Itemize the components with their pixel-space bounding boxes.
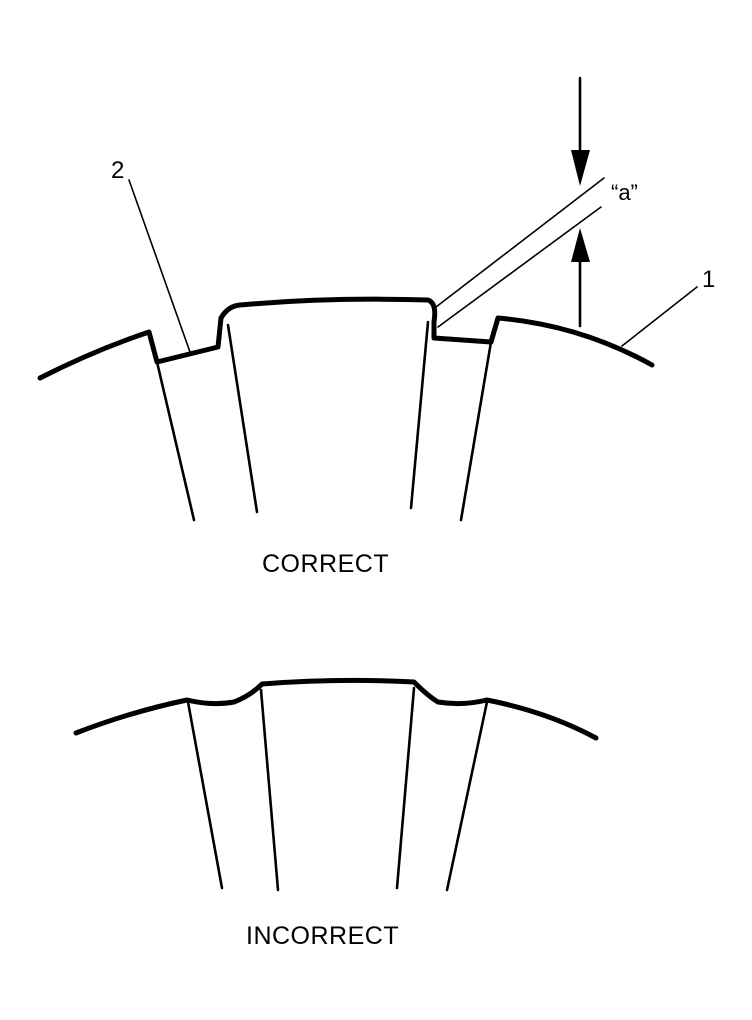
correct-rim-right — [431, 315, 655, 368]
correct-flank-outer-right — [459, 340, 493, 522]
incorrect-flank-outer-right — [445, 700, 489, 892]
incorrect-flank-inner-right — [395, 686, 416, 890]
dimension-extension-line-upper — [435, 177, 605, 308]
incorrect-flank-inner-left — [259, 688, 280, 892]
dimension-a-label: “a” — [611, 180, 638, 205]
correct-flank-outer-left — [155, 360, 196, 522]
incorrect-rim — [73, 677, 599, 741]
correct-rim-left — [37, 315, 224, 381]
callout-2-label: 2 — [111, 157, 124, 184]
dimension-arrow-top-head — [571, 150, 590, 186]
callout-2-leader — [128, 179, 191, 353]
dimension-arrow-bottom-head — [571, 228, 590, 262]
incorrect-flank-outer-left — [186, 700, 224, 890]
callout-1-leader — [621, 286, 698, 347]
incorrect-caption: INCORRECT — [246, 922, 399, 950]
correct-caption: CORRECT — [262, 550, 389, 578]
callout-1-label: 1 — [702, 266, 715, 293]
correct-tooth-top — [218, 296, 438, 325]
correct-figure: 2 1 “a” CORRECT — [37, 76, 715, 578]
dimension-extension-line-lower — [437, 206, 602, 328]
correct-flank-inner-left — [226, 323, 259, 514]
correct-flank-inner-right — [409, 320, 430, 510]
incorrect-figure: INCORRECT — [73, 677, 599, 950]
